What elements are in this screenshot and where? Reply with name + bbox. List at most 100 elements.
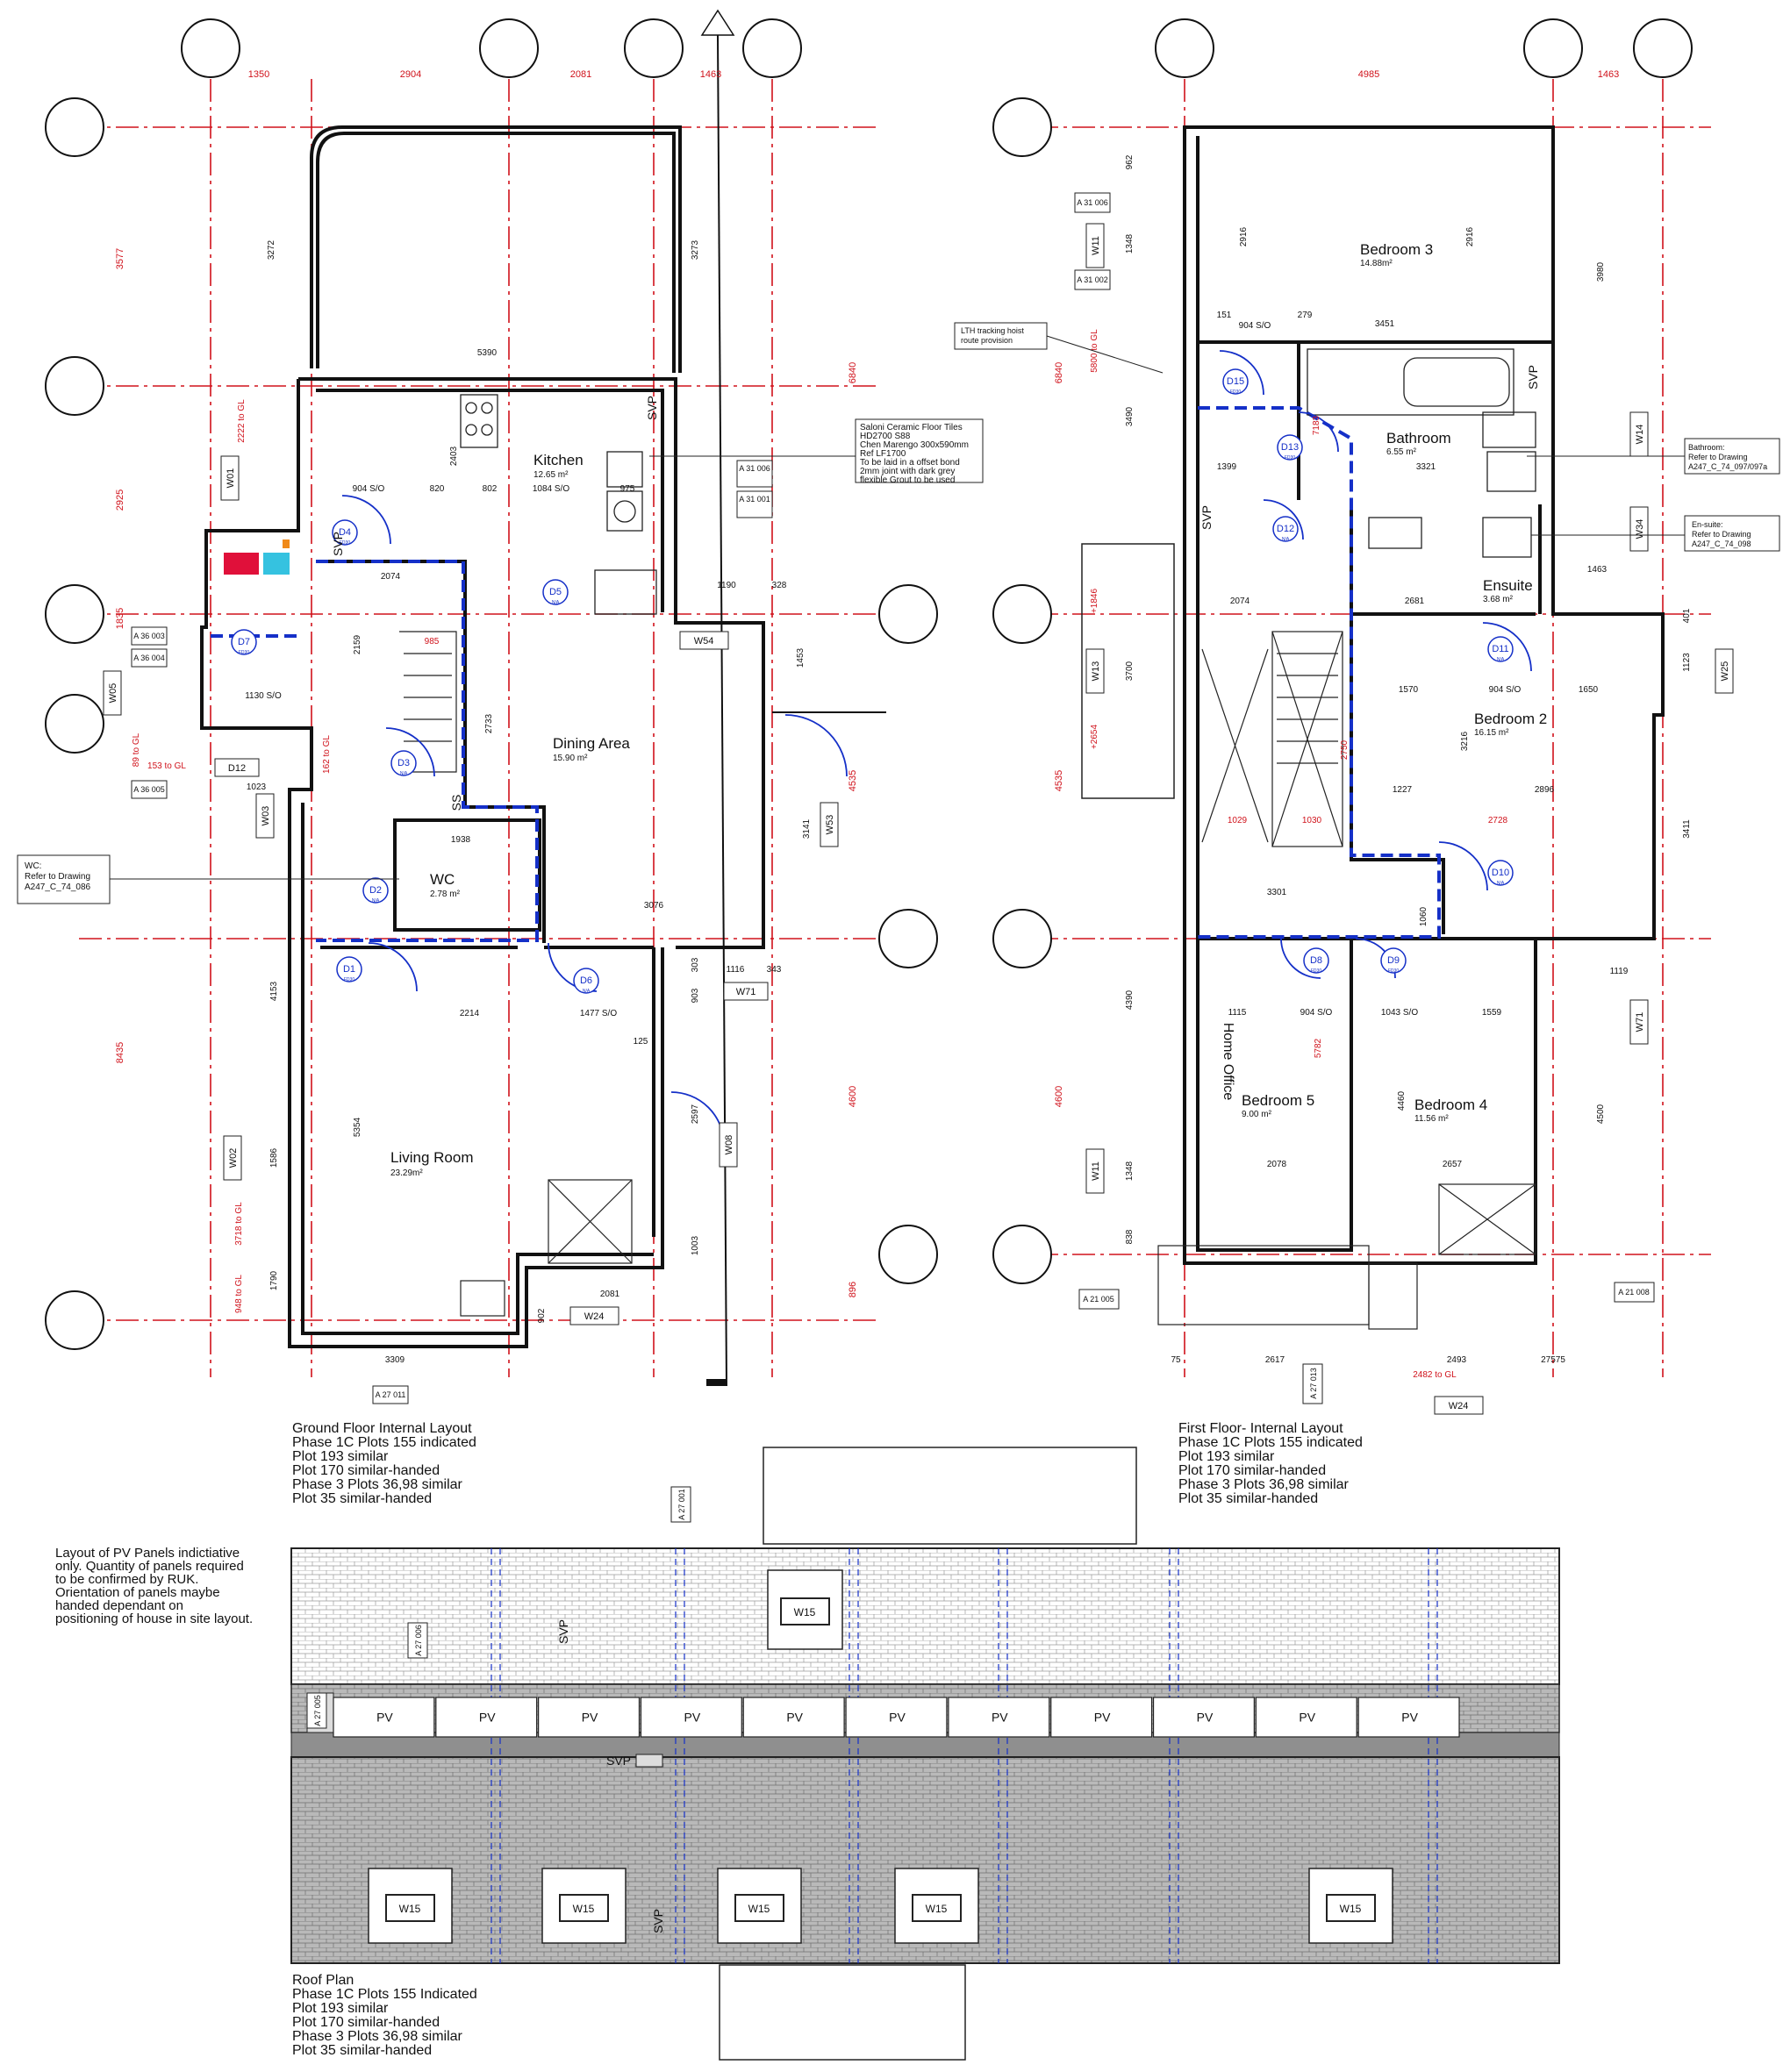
svg-text:2681: 2681 <box>1405 597 1425 606</box>
svg-text:6840: 6840 <box>848 362 858 383</box>
door-d6-tag: D6 <box>580 975 592 986</box>
svg-text:Roof Plan: Roof Plan <box>292 1973 354 1988</box>
ensuite-note: En-suite: Refer to Drawing A247_C_74_098 <box>1684 515 1780 552</box>
door-d10-tag: D10 <box>1492 868 1509 878</box>
svg-text:2mm joint with dark grey: 2mm joint with dark grey <box>860 467 955 476</box>
svg-text:LTH tracking hoist: LTH tracking hoist <box>961 326 1024 335</box>
room-living-name: Living Room <box>390 1149 474 1166</box>
svg-text:A 27 001: A 27 001 <box>677 1489 686 1520</box>
svg-text:3980: 3980 <box>1596 261 1606 282</box>
svg-text:Plot 35 similar-handed: Plot 35 similar-handed <box>292 2043 432 2058</box>
svg-text:A247_C_74_086: A247_C_74_086 <box>25 882 91 892</box>
svg-text:2081: 2081 <box>570 69 591 80</box>
room-kitchen-name: Kitchen <box>533 452 584 468</box>
water-cylinder <box>263 553 290 575</box>
north-arrow <box>700 9 886 1387</box>
pv-layout-note: Layout of PV Panels indictiative only. Q… <box>55 1546 253 1626</box>
kitchen-fixtures <box>460 394 657 615</box>
svg-text:1060: 1060 <box>1419 906 1429 926</box>
first-window-tags: W11 W13 W11 W14 W34 W25 W71 W24 SVP SVP <box>1085 223 1734 1415</box>
svg-text:1119: 1119 <box>1610 967 1629 976</box>
pv-panel <box>948 1697 1050 1738</box>
svg-text:FD30: FD30 <box>1388 968 1399 974</box>
svg-text:N/A: N/A <box>372 898 380 904</box>
pv-panel-label: PV <box>889 1711 906 1725</box>
svg-text:Plot 193 similar: Plot 193 similar <box>292 1449 389 1464</box>
svg-text:A 21 008: A 21 008 <box>1618 1288 1650 1297</box>
svg-text:4535: 4535 <box>1054 770 1064 791</box>
svg-text:904 S/O: 904 S/O <box>1300 1008 1333 1018</box>
room-bathroom-area: 6.55 m² <box>1386 447 1417 457</box>
room-bathroom-name: Bathroom <box>1386 430 1451 447</box>
svg-text:Phase 3 Plots 36,98 similar: Phase 3 Plots 36,98 similar <box>292 1477 463 1492</box>
svg-text:1463: 1463 <box>700 69 721 80</box>
svg-text:1463: 1463 <box>1598 69 1619 80</box>
room-wc-name: WC <box>430 871 455 888</box>
svg-text:1586: 1586 <box>269 1147 279 1168</box>
svg-text:2081: 2081 <box>600 1290 620 1299</box>
first-door-tags: D15 FD30 D13 FD30 D12 N/A D11 N/A D10 N/… <box>1222 368 1514 974</box>
svg-text:1030: 1030 <box>1302 816 1322 825</box>
svg-text:7183: 7183 <box>1312 415 1321 435</box>
ground-inner-dims: 5390 3272 3273 2403 904 S/O 820 802 1084… <box>245 239 812 1365</box>
ground-floor-walls <box>200 125 765 1348</box>
door-d8-tag: D8 <box>1310 955 1322 966</box>
door-d1-tag: D1 <box>343 964 355 975</box>
svg-text:904 S/O: 904 S/O <box>1489 685 1522 695</box>
svg-text:2074: 2074 <box>381 572 401 582</box>
pv-panel <box>538 1697 641 1738</box>
svg-text:W05: W05 <box>108 683 118 704</box>
svg-text:W08: W08 <box>724 1135 734 1155</box>
svg-text:2159: 2159 <box>353 634 362 654</box>
room-bedroom2-area: 16.15 m² <box>1474 728 1509 738</box>
svg-text:328: 328 <box>772 581 787 590</box>
svg-text:HD2700 S88: HD2700 S88 <box>860 432 911 441</box>
svg-text:Phase 1C Plots 155 Indicated: Phase 1C Plots 155 Indicated <box>292 1987 477 2002</box>
svg-text:A 27 013: A 27 013 <box>1309 1368 1318 1399</box>
svg-text:SVP: SVP <box>1526 365 1540 389</box>
ground-floor-labels: Kitchen 12.65 m² Dining Area 15.90 m² WC… <box>390 452 630 1178</box>
svg-text:handed dependant on: handed dependant on <box>55 1598 183 1613</box>
svg-text:A 31 006: A 31 006 <box>1077 198 1108 207</box>
svg-text:A247_C_74_098: A247_C_74_098 <box>1692 539 1751 548</box>
svg-text:W15: W15 <box>748 1903 770 1915</box>
svg-text:1350: 1350 <box>248 69 269 80</box>
svg-text:1115: 1115 <box>1228 1008 1247 1018</box>
svg-text:Refer to Drawing: Refer to Drawing <box>1688 453 1748 461</box>
grid-lines <box>79 79 1711 1377</box>
svg-text:3272: 3272 <box>267 239 276 260</box>
bathroom-note: Bathroom: Refer to Drawing A247_C_74_097… <box>1684 438 1780 475</box>
svg-text:FD30: FD30 <box>340 540 350 546</box>
roof-window-top <box>767 1569 843 1650</box>
svg-text:1029: 1029 <box>1228 816 1248 825</box>
svg-text:A 36 005: A 36 005 <box>133 785 165 794</box>
svg-text:1453: 1453 <box>796 647 806 668</box>
first-floor-fire-lines <box>1198 406 1441 939</box>
svg-text:W71: W71 <box>1635 1012 1645 1032</box>
svg-text:5800 to GL: 5800 to GL <box>1090 329 1099 373</box>
grid-bubbles <box>45 18 1693 1350</box>
svg-text:1348: 1348 <box>1125 1161 1135 1181</box>
pv-panel-label: PV <box>376 1711 393 1725</box>
heating-unit <box>224 553 259 575</box>
svg-text:2657: 2657 <box>1443 1160 1463 1169</box>
pv-panel-label: PV <box>1299 1711 1315 1725</box>
svg-text:6840: 6840 <box>1054 362 1064 383</box>
first-floor-labels: Bedroom 3 14.88m² Bathroom 6.55 m² Ensui… <box>1221 241 1547 1124</box>
svg-text:Ground Floor Internal Layout: Ground Floor Internal Layout <box>292 1421 472 1436</box>
ground-section-refs: A 31 006 A 31 001 A 36 003 A 36 004 A 36… <box>131 460 773 1404</box>
svg-text:279: 279 <box>1298 311 1313 320</box>
svg-text:2896: 2896 <box>1535 785 1555 795</box>
svg-text:A 27 011: A 27 011 <box>376 1390 406 1399</box>
svg-text:W71: W71 <box>736 987 756 997</box>
svg-text:5354: 5354 <box>353 1117 362 1137</box>
svg-text:3411: 3411 <box>1682 819 1692 839</box>
svg-text:W11: W11 <box>1091 236 1101 255</box>
svg-text:A 36 003: A 36 003 <box>133 632 165 640</box>
ground-door-tags: D4 FD30 D5 N/A D7 FD30 D3 N/A D2 N/A D1 … <box>231 519 599 994</box>
svg-text:Plot 35 similar-handed: Plot 35 similar-handed <box>1178 1491 1318 1506</box>
svg-text:SVP: SVP <box>556 1619 570 1644</box>
pv-panel <box>640 1697 742 1738</box>
svg-text:1399: 1399 <box>1217 462 1237 472</box>
